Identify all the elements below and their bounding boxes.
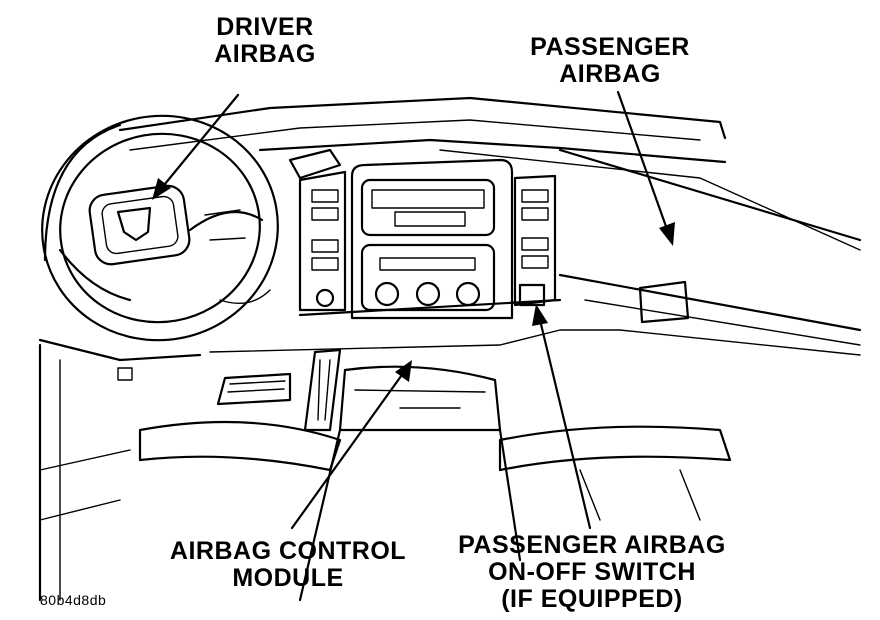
arrow-passenger-airbag-head <box>659 222 675 246</box>
airbag-control-module-label: AIRBAG CONTROL MODULE <box>169 537 407 592</box>
arrow-passenger-airbag-switch-head <box>532 304 548 326</box>
dashboard-outline <box>38 96 862 602</box>
steering-wheel <box>41 114 342 342</box>
arrow-driver-airbag <box>158 93 240 192</box>
arrow-driver-airbag-head <box>152 178 171 200</box>
arrow-passenger-airbag-switch <box>538 318 592 530</box>
passenger-airbag-switch-label: PASSENGER AIRBAG ON-OFF SWITCH (IF EQUIP… <box>458 531 726 613</box>
seats <box>138 420 732 521</box>
arrow-airbag-control-module <box>290 370 406 530</box>
arrow-passenger-airbag <box>616 90 670 234</box>
center-console <box>298 158 557 602</box>
arrow-airbag-control-module-head <box>395 360 412 382</box>
pedals <box>117 348 342 432</box>
arrows <box>152 90 675 530</box>
figure-id: 80b4d8db <box>40 592 107 608</box>
driver-airbag-label: DRIVER AIRBAG <box>214 13 316 68</box>
passenger-airbag-label: PASSENGER AIRBAG <box>530 33 690 88</box>
glove-box <box>638 280 690 324</box>
